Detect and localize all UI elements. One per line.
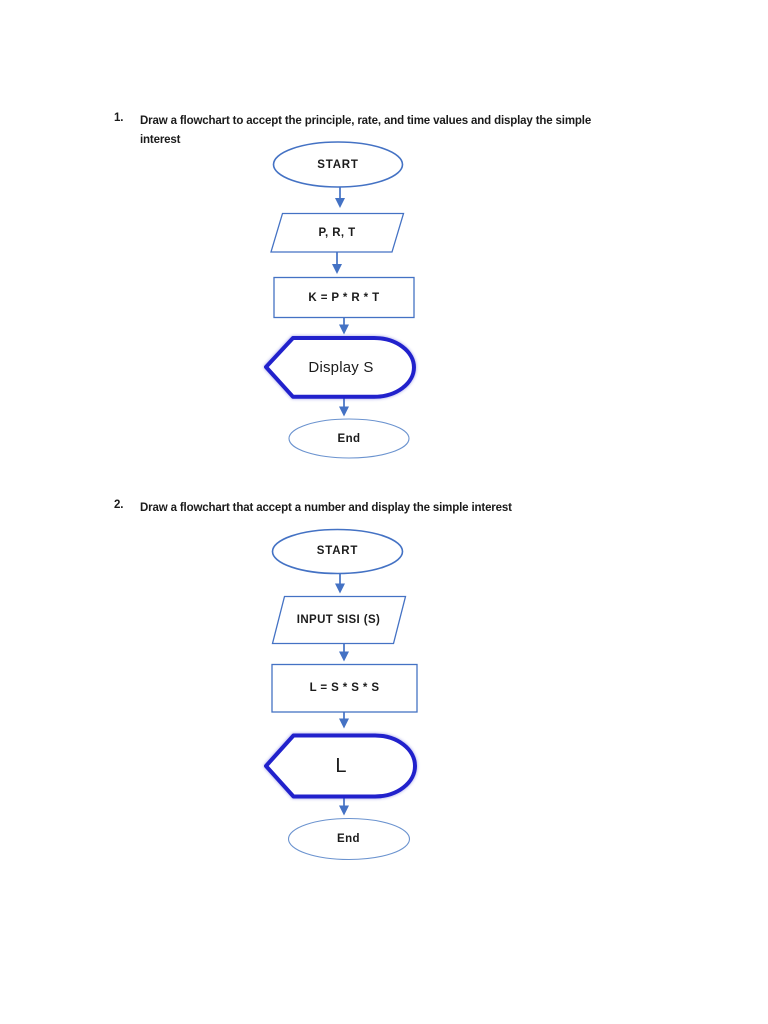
question-1-line-1: Draw a flowchart to accept the principle… xyxy=(140,115,592,127)
display-label-2: L xyxy=(335,754,347,777)
question-2-line-1: Draw a flowchart that accept a number an… xyxy=(140,502,512,514)
process-rectangle-shape-2 xyxy=(271,663,418,713)
question-1-text: Draw a flowchart to accept the principle… xyxy=(140,112,591,150)
input-label-2: INPUT SISI (S) xyxy=(296,613,381,626)
display-label-1: Display S xyxy=(308,359,374,376)
input-label-1: P, R, T xyxy=(318,226,356,239)
end-terminator-shape-1 xyxy=(288,418,410,459)
end-terminator-shape-2 xyxy=(287,817,411,861)
process-rectangle-shape-1 xyxy=(273,276,415,319)
display-shape-2 xyxy=(264,733,417,799)
question-2-number: 2. xyxy=(114,499,124,511)
input-parallelogram-shape-2 xyxy=(271,595,407,645)
question-1-line-2: interest xyxy=(140,134,181,146)
start-label-1: START xyxy=(317,158,359,171)
question-2-text: Draw a flowchart that accept a number an… xyxy=(140,499,512,518)
start-terminator-shape-1 xyxy=(272,141,404,188)
end-label-2: End xyxy=(337,833,360,845)
process-label-2: L = S * S * S xyxy=(309,682,380,694)
display-shape-1 xyxy=(264,336,416,399)
question-1-number: 1. xyxy=(114,112,124,124)
start-label-2: START xyxy=(316,545,359,557)
end-label-1: End xyxy=(337,432,361,445)
start-terminator-shape-2 xyxy=(271,528,404,575)
process-label-1: K = P * R * T xyxy=(308,291,380,304)
input-parallelogram-shape-1 xyxy=(270,212,405,253)
